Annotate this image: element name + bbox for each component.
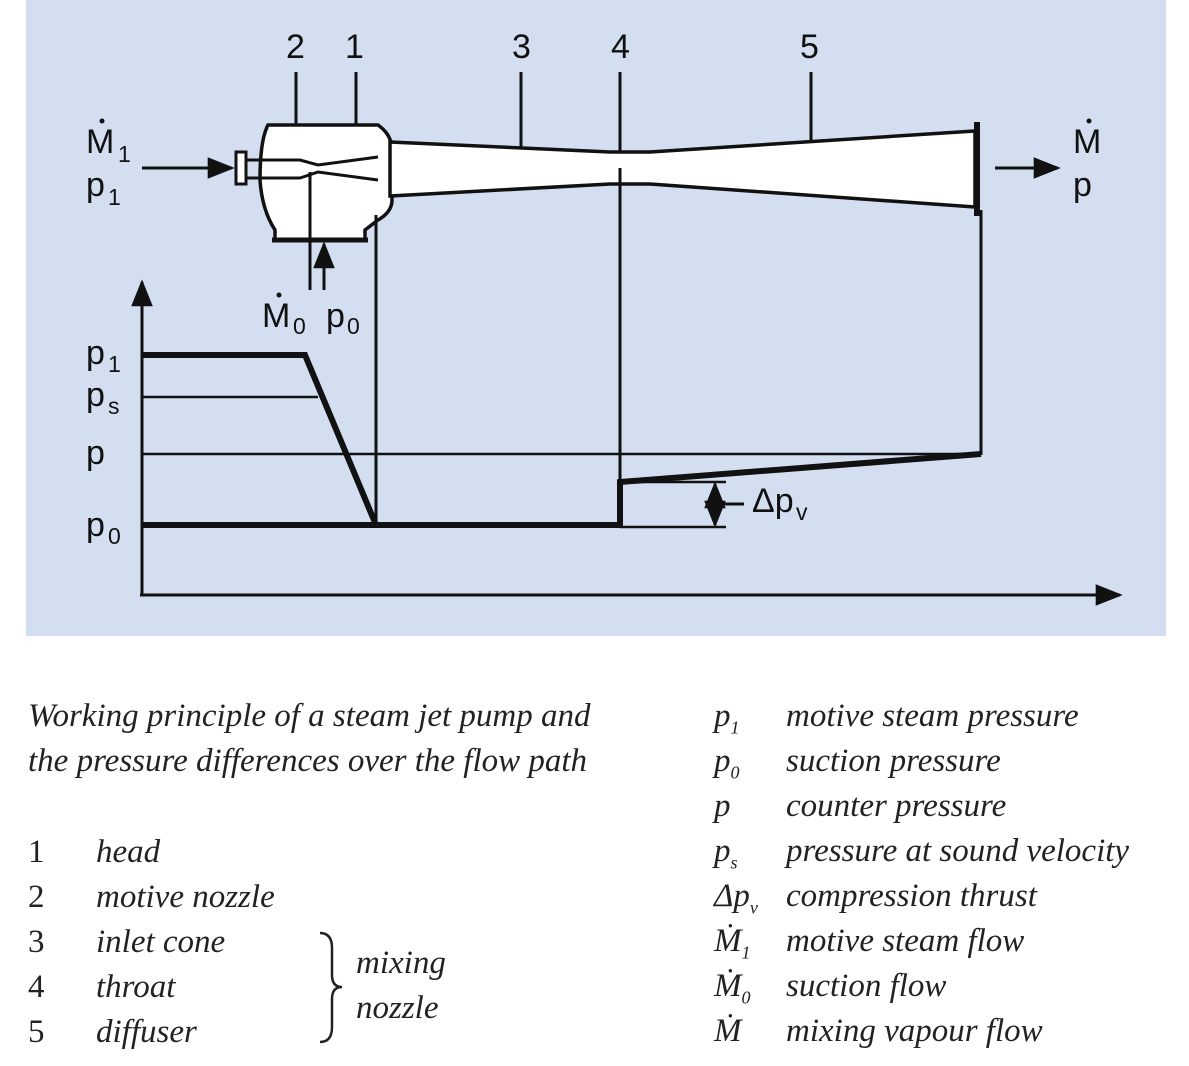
symbol-desc: pressure at sound velocity (786, 833, 1130, 869)
delta-pv-sub: v (796, 499, 808, 525)
part-number: 1 (28, 834, 45, 870)
symbol: Ṁ (714, 968, 742, 1004)
symbol-desc: compression thrust (786, 878, 1037, 914)
caption-line-1: Working principle of a steam jet pump an… (28, 698, 591, 734)
part-number: 5 (28, 1014, 45, 1050)
section-marker-1: 1 (345, 28, 364, 66)
symbol-desc: mixing vapour flow (786, 1013, 1043, 1049)
symbol-sub: 0 (730, 762, 740, 783)
part-number: 2 (28, 879, 45, 915)
diagram-panel (26, 0, 1166, 636)
outlet-pressure-label: p (1073, 166, 1092, 204)
symbol-row: Ṁ1 motive steam flow (714, 919, 1024, 976)
drop-lines (308, 168, 983, 525)
part-row: 3 inlet cone (28, 920, 225, 965)
part-label: inlet cone (96, 924, 226, 960)
symbol: Ṁ (714, 1013, 742, 1049)
y-label-ps-sub: s (108, 393, 120, 419)
part-label: head (96, 834, 161, 870)
y-label-p1-sub: 1 (108, 351, 121, 377)
symbol: p (714, 698, 731, 734)
symbol: p (714, 788, 731, 824)
inlet-flow-sub: 1 (118, 141, 131, 167)
inlet-flow-dot (99, 118, 105, 124)
symbol-desc: counter pressure (786, 788, 1007, 824)
suction-pressure-sub: 0 (347, 313, 360, 339)
symbol-row: p1 motive steam pressure (714, 694, 1079, 751)
y-label-p: p (86, 434, 105, 472)
pressure-profile-line (142, 352, 982, 528)
inlet-pressure-label: p (86, 166, 105, 204)
part-number: 3 (28, 924, 45, 960)
symbol-sub: 0 (741, 987, 751, 1008)
part-label: diffuser (96, 1014, 197, 1050)
part-label: motive nozzle (96, 879, 275, 915)
y-label-p0: p (86, 506, 105, 544)
inlet-flow-label: M (86, 123, 114, 161)
mixing-label-line-1: mixing (356, 945, 446, 981)
suction-flow-sub: 0 (293, 313, 306, 339)
part-label: throat (96, 969, 176, 1005)
pump-body (258, 123, 977, 242)
steam-jet-pump-diagram: 2 1 3 4 5 M 1 p 1 M p (86, 28, 1123, 606)
part-row: 5 diffuser (28, 1010, 197, 1055)
symbol-desc: motive steam flow (786, 923, 1025, 959)
symbol-row: p0 suction pressure (714, 739, 1001, 796)
section-marker-2: 2 (286, 28, 305, 66)
symbol-row: ps pressure at sound velocity (714, 829, 1129, 886)
outlet-flow-dot (1086, 118, 1092, 124)
part-row: 1 head (28, 830, 160, 875)
mixing-nozzle-label: mixing nozzle (356, 941, 446, 1031)
symbol: p (714, 833, 731, 869)
symbol-sub: v (749, 897, 758, 918)
part-row: 4 throat (28, 965, 175, 1010)
inlet-pressure-sub: 1 (108, 184, 121, 210)
suction-flow-label: M (262, 297, 290, 335)
symbol-row: Δpv compression thrust (714, 874, 1037, 931)
section-marker-5: 5 (800, 28, 819, 66)
symbol-sub: 1 (741, 942, 751, 963)
section-marker-4: 4 (611, 28, 630, 66)
y-label-p1: p (86, 334, 105, 372)
part-number: 4 (28, 969, 45, 1005)
suction-pressure-label: p (326, 297, 345, 335)
delta-pv-label: Δp (752, 482, 794, 520)
symbol-desc: suction flow (786, 968, 947, 1004)
y-label-p0-sub: 0 (108, 523, 121, 549)
suction-flow-dot (276, 292, 282, 298)
mixing-label-line-2: nozzle (356, 990, 439, 1026)
symbol-desc: suction pressure (786, 743, 1001, 779)
symbol: Δp (714, 878, 750, 914)
symbol-sub: s (730, 852, 738, 873)
caption-line-2: the pressure differences over the flow p… (28, 743, 588, 779)
caption: Working principle of a steam jet pump an… (28, 694, 590, 784)
outlet-flow-label: M (1073, 123, 1101, 161)
part-row: 2 motive nozzle (28, 875, 275, 920)
symbol-row: p counter pressure (714, 784, 1006, 841)
symbol: p (714, 743, 731, 779)
mixing-brace (319, 931, 343, 1044)
symbol: Ṁ (714, 923, 742, 959)
section-marker-3: 3 (512, 28, 531, 66)
symbol-row: Ṁ0 suction flow (714, 964, 946, 1021)
symbol-desc: motive steam pressure (786, 698, 1079, 734)
symbol-sub: 1 (730, 717, 740, 738)
y-label-ps: p (86, 376, 105, 414)
